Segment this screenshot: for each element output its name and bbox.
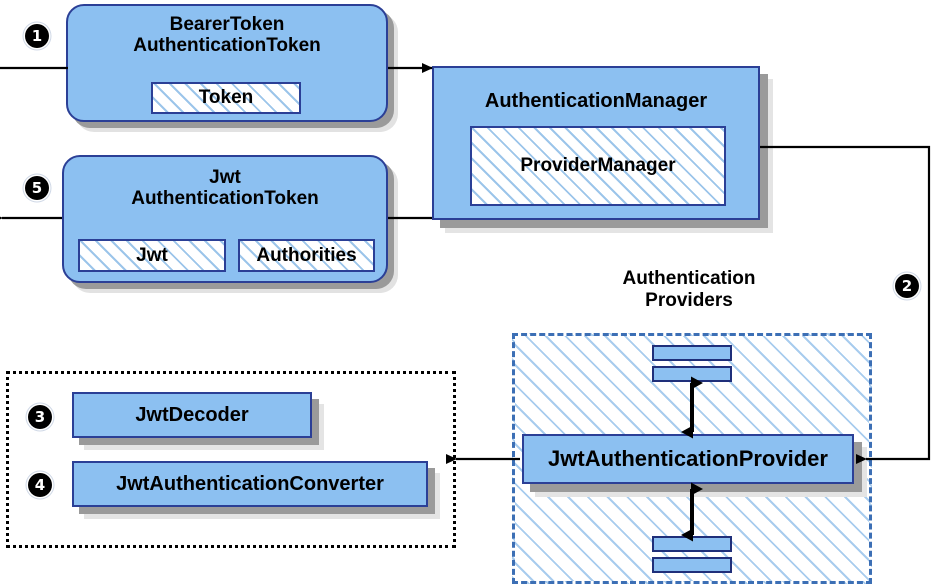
authentication-manager-card[interactable]: AuthenticationManager ProviderManager bbox=[432, 66, 760, 220]
authentication-providers-caption-line1: Authentication bbox=[622, 268, 756, 289]
jwt-authentication-token-card[interactable]: Jwt AuthenticationToken Jwt Authorities bbox=[62, 155, 388, 283]
step-badge-5: 5 bbox=[25, 176, 49, 200]
step-badge-2: 2 bbox=[895, 274, 919, 298]
provider-stub-bar-bottom-1 bbox=[652, 536, 732, 552]
jwt-token-inner-jwt-label: Jwt bbox=[136, 244, 168, 266]
step-badge-3: 3 bbox=[28, 405, 52, 429]
jwt-token-inner-authorities-label: Authorities bbox=[256, 244, 357, 266]
jwt-token-inner-authorities-box: Authorities bbox=[238, 239, 375, 272]
bearer-token-title-line1: BearerToken bbox=[169, 14, 285, 35]
jwt-authentication-provider-card[interactable]: JwtAuthenticationProvider bbox=[522, 434, 854, 484]
jwt-token-title-line1: Jwt bbox=[209, 167, 241, 188]
provider-stub-bar-bottom-2 bbox=[652, 557, 732, 573]
jwt-authentication-converter-label: JwtAuthenticationConverter bbox=[116, 472, 384, 495]
authentication-manager-title: AuthenticationManager bbox=[484, 90, 708, 112]
authentication-providers-caption-line2: Providers bbox=[645, 290, 733, 311]
provider-stub-bar-top-2 bbox=[652, 366, 732, 382]
bearer-token-inner-token-label: Token bbox=[198, 87, 254, 108]
jwt-token-title-line2: AuthenticationToken bbox=[131, 188, 319, 209]
bearer-token-authentication-token-card[interactable]: BearerToken AuthenticationToken Token bbox=[66, 4, 388, 122]
bearer-token-inner-token-box: Token bbox=[151, 82, 301, 114]
provider-manager-box: ProviderManager bbox=[470, 126, 726, 206]
jwt-decoder-label: JwtDecoder bbox=[135, 403, 249, 426]
jwt-decoder-card[interactable]: JwtDecoder bbox=[72, 392, 312, 438]
step-badge-1: 1 bbox=[25, 24, 49, 48]
authentication-providers-caption: Authentication Providers bbox=[555, 268, 823, 312]
jwt-authentication-converter-card[interactable]: JwtAuthenticationConverter bbox=[72, 461, 428, 507]
bearer-token-title-line2: AuthenticationToken bbox=[133, 35, 321, 56]
jwt-authentication-provider-label: JwtAuthenticationProvider bbox=[548, 446, 828, 471]
step-badge-4: 4 bbox=[28, 473, 52, 497]
jwt-token-inner-jwt-box: Jwt bbox=[78, 239, 226, 272]
provider-stub-bar-top-1 bbox=[652, 345, 732, 361]
provider-manager-label: ProviderManager bbox=[520, 155, 676, 176]
